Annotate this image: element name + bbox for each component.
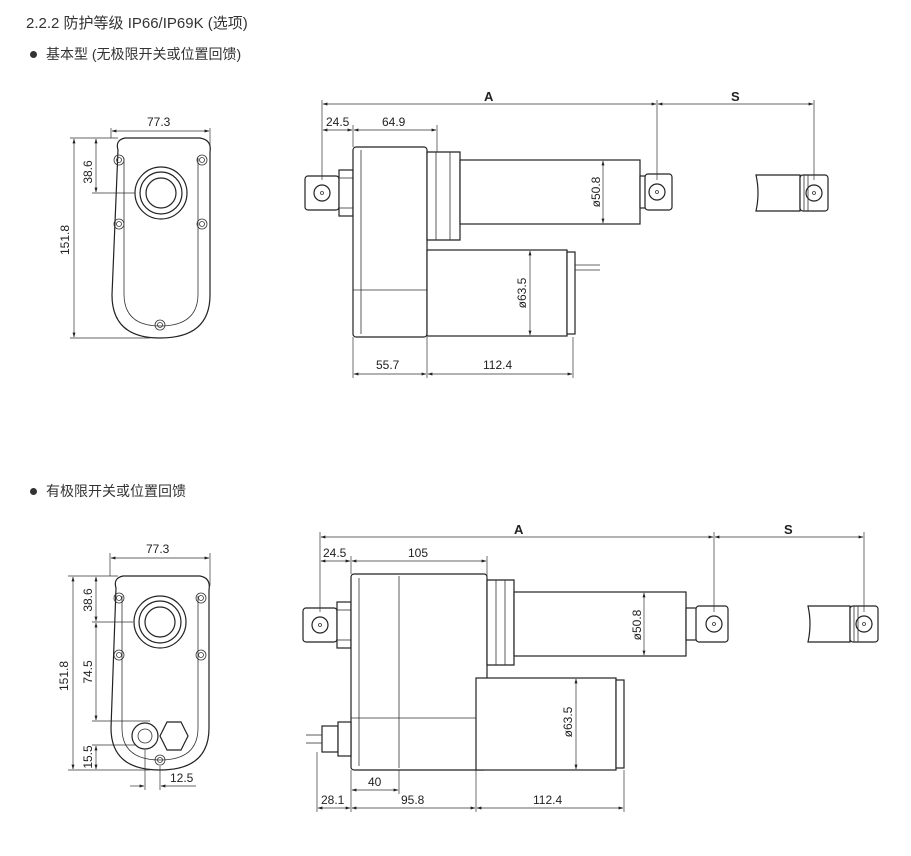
dim-A: A (514, 522, 524, 537)
dim-28-1: 28.1 (321, 793, 345, 807)
dim-top: 38.6 (81, 160, 95, 184)
dim-55-7: 55.7 (376, 358, 400, 372)
dim-height: 151.8 (58, 225, 72, 255)
dim-40: 40 (368, 775, 382, 789)
side-view-basic (304, 100, 829, 378)
dim-width: 77.3 (146, 542, 170, 556)
dim-height: 151.8 (57, 661, 71, 691)
dim-mid: 74.5 (81, 660, 95, 684)
bullet-dot (30, 50, 37, 58)
bullet-basic-type: 基本型 (无极限开关或位置回馈) (30, 44, 241, 64)
dim-S: S (731, 89, 740, 104)
dim-105: 105 (408, 546, 428, 560)
dim-112-4: 112.4 (533, 793, 562, 807)
dim-motor-dia: ø63.5 (515, 277, 529, 308)
basic-type-label: 基本型 (无极限开关或位置回馈) (46, 46, 242, 62)
dim-S: S (784, 522, 793, 537)
bullet-limit-switch-type: 有极限开关或位置回馈 (30, 481, 186, 501)
bullet-dot (30, 487, 37, 495)
dim-24-5: 24.5 (323, 546, 347, 560)
dim-tube-dia: ø50.8 (589, 176, 603, 207)
dim-motor-dia: ø63.5 (561, 706, 575, 737)
dim-side: 12.5 (170, 771, 194, 785)
side-view-limit-switch (302, 532, 879, 812)
section-heading: 2.2.2 防护等级 IP66/IP69K (选项) (26, 15, 248, 32)
dim-tube-dia: ø50.8 (630, 609, 644, 640)
dim-A: A (484, 89, 494, 104)
end-view-basic (70, 128, 211, 339)
dim-24-5: 24.5 (326, 115, 350, 129)
dim-64-9: 64.9 (382, 115, 406, 129)
dim-top: 38.6 (81, 588, 95, 612)
limit-switch-type-label: 有极限开关或位置回馈 (46, 483, 186, 499)
dim-low: 15.5 (81, 745, 95, 769)
dim-112-4: 112.4 (483, 358, 512, 372)
end-view-limit-switch (68, 553, 211, 790)
dim-95-8: 95.8 (401, 793, 425, 807)
dim-width: 77.3 (147, 115, 171, 129)
